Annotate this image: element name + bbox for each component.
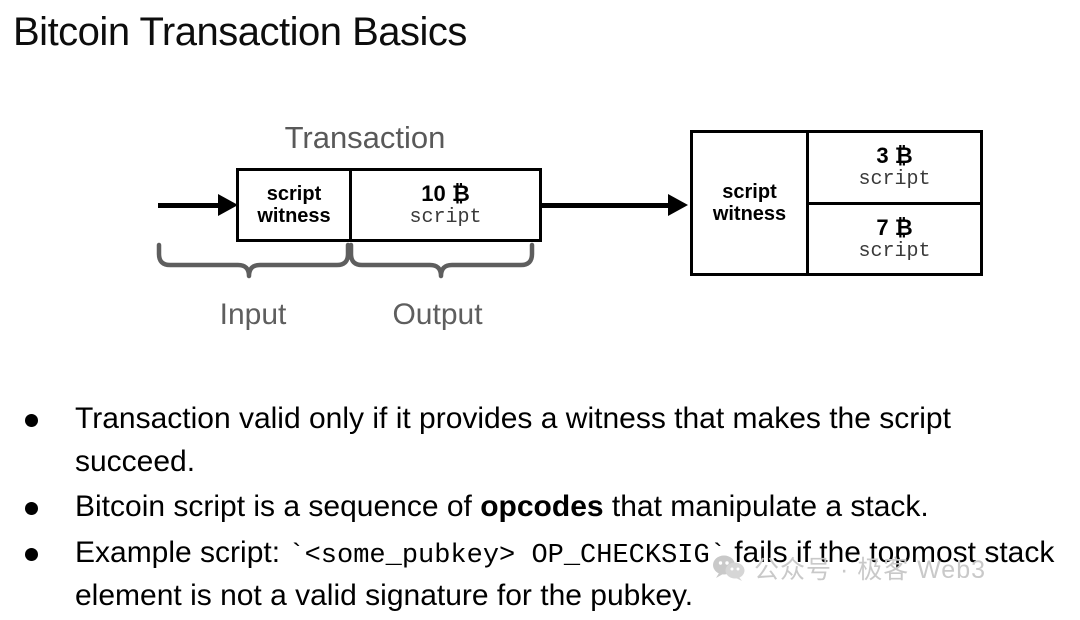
next-output-amount: 7 ₿ — [876, 214, 913, 240]
page-title: Bitcoin Transaction Basics — [13, 10, 467, 54]
transaction-output-cell: 10 ₿ script — [349, 171, 539, 239]
list-item: Bitcoin script is a sequence of opcodes … — [16, 486, 1071, 529]
bullet-dot-icon — [25, 547, 38, 561]
input-brace-icon — [156, 242, 351, 279]
bullet-dot-icon — [25, 502, 38, 516]
bullet-text-run: that manipulate a stack. — [603, 490, 929, 524]
bullet-text-run: fails if the topmost stack element is no… — [75, 535, 1055, 613]
transaction-box: script witness 10 ₿ script — [236, 168, 542, 242]
output-brace-icon — [348, 242, 535, 279]
brace-group-icon — [156, 242, 535, 279]
output-script-label: script — [409, 206, 482, 230]
inline-code: `<some_pubkey> OP_CHECKSIG` — [288, 540, 726, 571]
witness-label-line1: script — [266, 183, 322, 205]
input-arrow-head-icon — [218, 194, 238, 216]
next-output-row: 7 ₿ script — [809, 201, 980, 274]
bullet-dot-icon — [25, 414, 38, 427]
output-arrow-head-icon — [668, 194, 688, 216]
input-arrow-line — [158, 203, 221, 208]
bullet-emphasis: opcodes — [480, 490, 604, 524]
next-outputs-column: 3 ₿ script 7 ₿ script — [806, 133, 980, 273]
next-script-witness-cell: script witness — [693, 133, 806, 273]
next-output-amount: 3 ₿ — [876, 143, 913, 169]
bullet-list: Transaction valid only if it provides a … — [16, 398, 1071, 620]
output-arrow-line — [542, 203, 670, 208]
next-output-row: 3 ₿ script — [809, 133, 980, 202]
bullet-text: Bitcoin script is a sequence of opcodes … — [75, 490, 929, 523]
transaction-diagram: Transaction script witness 10 ₿ script s… — [0, 100, 1080, 365]
next-output-script-label: script — [858, 168, 931, 192]
bullet-text-run: Transaction valid only if it provides a … — [75, 402, 951, 478]
bullet-text-run: Bitcoin script is a sequence of — [75, 490, 481, 524]
input-label: Input — [219, 298, 287, 331]
next-transaction-box: script witness 3 ₿ script 7 ₿ script — [690, 130, 983, 276]
witness-label-line2: witness — [257, 205, 331, 227]
output-label: Output — [392, 298, 483, 331]
transaction-caption: Transaction — [284, 120, 446, 155]
bullet-text: Example script: `<some_pubkey> OP_CHECKS… — [75, 536, 1054, 612]
list-item: Example script: `<some_pubkey> OP_CHECKS… — [16, 532, 1071, 618]
next-output-script-label: script — [858, 239, 931, 263]
list-item: Transaction valid only if it provides a … — [16, 398, 1071, 483]
bullet-text-run: Example script: — [75, 535, 289, 569]
next-witness-label-line2: witness — [712, 203, 787, 225]
next-witness-label-line1: script — [722, 181, 777, 203]
output-amount: 10 ₿ — [421, 180, 470, 206]
bullet-text: Transaction valid only if it provides a … — [75, 402, 951, 478]
transaction-script-witness-cell: script witness — [239, 171, 349, 239]
